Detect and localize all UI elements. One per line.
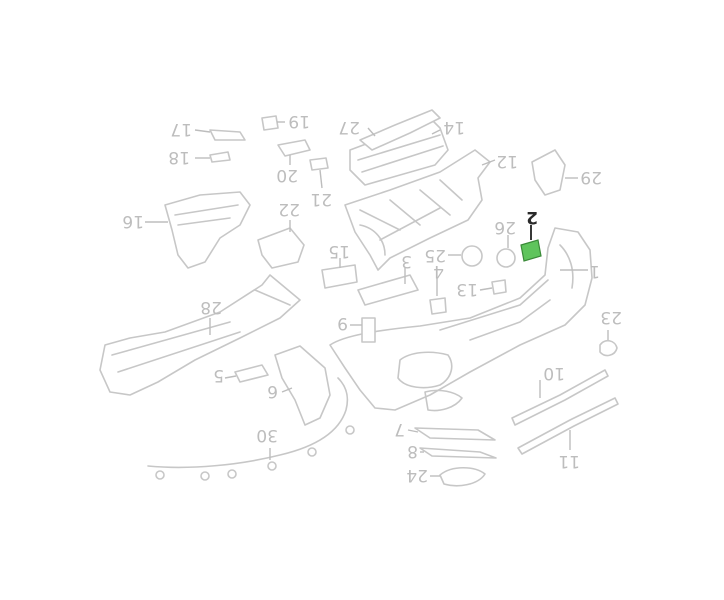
callout-20[interactable]: 20 (276, 165, 298, 185)
part-8-trim[interactable] (419, 447, 497, 459)
part-30-wire-harness[interactable] (147, 377, 355, 481)
part-26-cap[interactable] (496, 248, 516, 268)
part-6-bracket[interactable] (274, 345, 331, 426)
part-25-sensor[interactable] (461, 245, 483, 267)
part-21-screw[interactable] (309, 157, 329, 171)
part-27-upper-reinforcement[interactable] (359, 109, 441, 151)
callout-14[interactable]: 14 (443, 117, 465, 137)
callout-7[interactable]: 7 (394, 419, 405, 439)
callout-9[interactable]: 9 (337, 313, 348, 333)
part-16-left-bracket[interactable] (164, 191, 251, 269)
callout-22[interactable]: 22 (278, 199, 300, 219)
callout-2[interactable]: 2 (526, 207, 538, 227)
callout-leaders (145, 121, 609, 477)
callout-3[interactable]: 3 (401, 251, 412, 271)
part-22-bracket[interactable] (257, 227, 305, 269)
callout-30[interactable]: 30 (256, 425, 278, 445)
part-28-impact-beam[interactable] (99, 274, 301, 396)
part-23-cap[interactable] (599, 339, 618, 357)
callout-27[interactable]: 27 (338, 117, 360, 137)
part-11-trim[interactable] (517, 397, 619, 455)
callout-13[interactable]: 13 (456, 279, 478, 299)
part-17-clip[interactable] (209, 129, 246, 141)
part-15-bracket[interactable] (321, 264, 358, 289)
callout-12[interactable]: 12 (496, 151, 518, 171)
part-12-carrier[interactable] (344, 149, 491, 271)
callout-8[interactable]: 8 (407, 441, 418, 461)
callout-6[interactable]: 6 (267, 381, 278, 401)
callout-5[interactable]: 5 (213, 365, 224, 385)
callout-17[interactable]: 17 (170, 119, 192, 139)
callout-19[interactable]: 19 (288, 111, 310, 131)
part-5-clip[interactable] (234, 364, 269, 383)
callout-1[interactable]: 1 (589, 261, 600, 281)
part-18-screw[interactable] (209, 151, 231, 163)
part-19-tab[interactable] (261, 115, 279, 131)
part-24-foglight-trim[interactable] (439, 466, 486, 487)
callout-24[interactable]: 24 (406, 465, 428, 485)
callout-16[interactable]: 16 (122, 211, 144, 231)
callout-28[interactable]: 28 (200, 297, 222, 317)
callout-25[interactable]: 25 (424, 245, 446, 265)
callout-21[interactable]: 21 (310, 189, 332, 209)
callout-15[interactable]: 15 (328, 241, 350, 261)
callout-26[interactable]: 26 (494, 217, 516, 237)
part-10-trim[interactable] (511, 369, 609, 426)
part-1-bumper-cover[interactable] (329, 227, 593, 412)
part-3-bracket[interactable] (357, 274, 419, 306)
callout-4[interactable]: 4 (433, 261, 444, 281)
part-29-bracket[interactable] (531, 149, 566, 196)
callout-29[interactable]: 29 (580, 167, 602, 187)
part-9-clip[interactable] (361, 317, 376, 343)
part-2-bracket-highlighted[interactable] (520, 239, 542, 262)
callout-23[interactable]: 23 (600, 307, 622, 327)
callout-labels: 1 2 3 4 5 6 7 8 9 10 11 12 13 14 15 16 1… (122, 111, 622, 485)
part-13-screw[interactable] (491, 279, 507, 295)
part-4-clip[interactable] (429, 297, 447, 315)
part-20-clip[interactable] (277, 139, 311, 157)
callout-18[interactable]: 18 (168, 147, 190, 167)
callout-10[interactable]: 10 (543, 363, 565, 383)
callout-11[interactable]: 11 (558, 451, 580, 471)
part-7-trim[interactable] (414, 427, 496, 441)
